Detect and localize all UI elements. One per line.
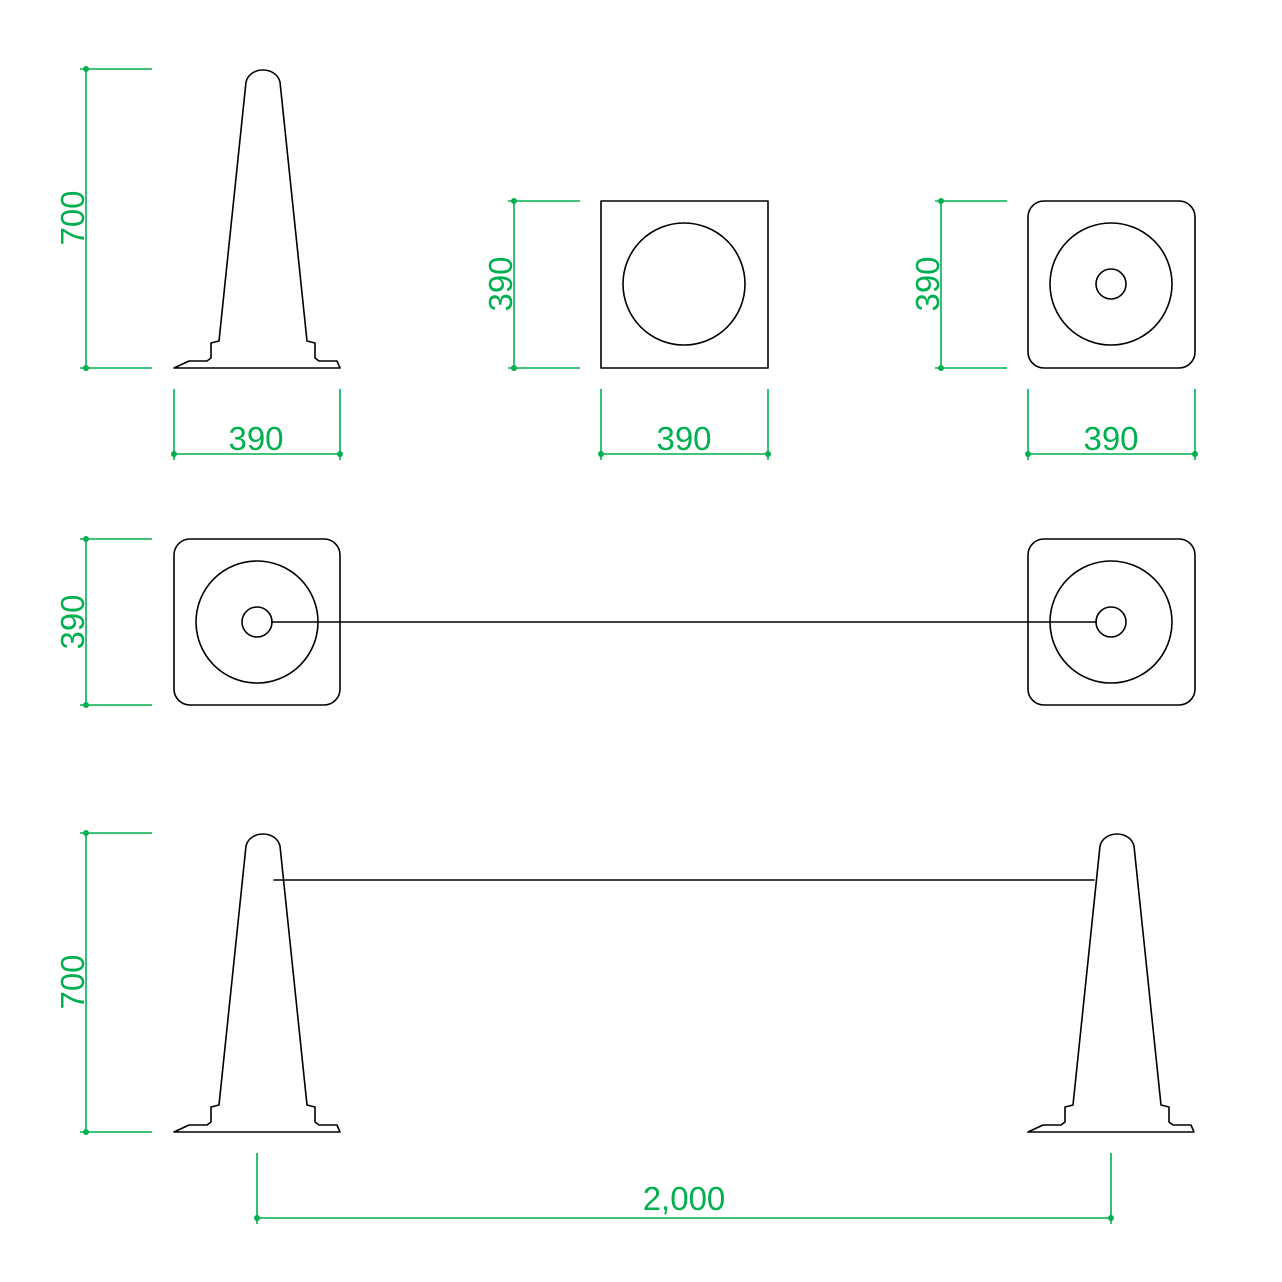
base-top-view xyxy=(600,200,769,369)
dimension-cone-top-height: 390 xyxy=(909,198,1007,371)
dimension-label: 390 xyxy=(54,594,91,649)
dimension-base-top-width: 390 xyxy=(598,389,771,460)
dimension-label: 2,000 xyxy=(643,1180,726,1217)
dimension-label: 390 xyxy=(909,256,946,311)
dimension-cone-top-width: 390 xyxy=(1025,389,1198,460)
dimension-label: 700 xyxy=(54,954,91,1009)
dimension-base-top-height: 390 xyxy=(482,198,580,371)
cone-top-view xyxy=(1027,200,1196,369)
dimension-cone-side-width: 390 xyxy=(171,389,343,460)
dimension-cone-side-height: 700 xyxy=(54,66,152,371)
dimension-bar-top-height: 390 xyxy=(54,536,152,708)
dimension-bar-side-height: 700 xyxy=(54,830,152,1135)
dimension-bar-span: 2,000 xyxy=(254,1153,1114,1224)
bar-assembly-top-view xyxy=(173,538,1196,706)
dimension-label: 700 xyxy=(54,190,91,245)
bar-assembly-side-view xyxy=(173,833,1195,1133)
dimension-label: 390 xyxy=(656,420,711,457)
cone-side-view xyxy=(173,69,341,369)
dimension-label: 390 xyxy=(228,420,283,457)
dimension-label: 390 xyxy=(482,256,519,311)
dimension-label: 390 xyxy=(1083,420,1138,457)
